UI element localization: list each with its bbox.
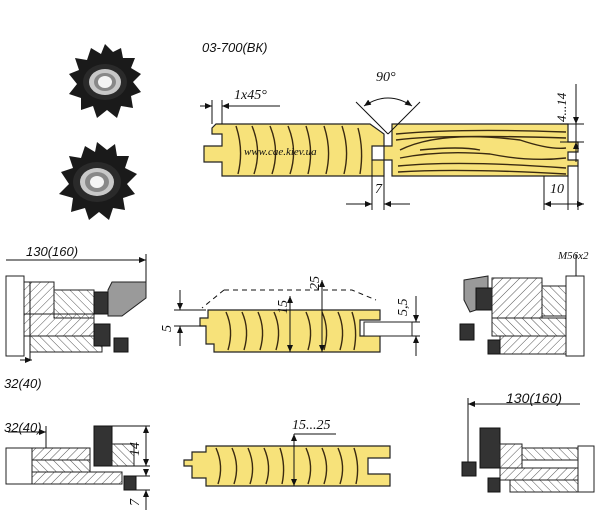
- angle-label: 90°: [376, 70, 396, 85]
- depth-range-label: 4...14: [554, 92, 569, 122]
- bottom-right-cutter-section: [461, 398, 595, 493]
- website-label: www.cae.kiev.ua: [244, 146, 317, 158]
- board-dim-55-label: 5,5: [396, 298, 411, 317]
- bottom-left-cutter-section: [5, 425, 150, 510]
- board-dim-25-label: 25: [308, 276, 323, 290]
- top-board-profile: [200, 84, 584, 210]
- groove-width-label: 10: [550, 182, 564, 197]
- middle-right-cutter-section: [459, 254, 585, 357]
- middle-board: [174, 280, 420, 356]
- board-dim-15-label: 15: [276, 300, 291, 314]
- middle-left-cutter-section: [5, 254, 147, 363]
- board-dim-5-label: 5: [160, 325, 175, 332]
- bottom-left-bore-label: 32(40): [4, 420, 42, 435]
- bottom-dim-14-label: 14: [128, 442, 143, 456]
- thread-label: M56x2: [558, 250, 589, 262]
- bottom-right-diameter-label: 130(160): [506, 390, 563, 406]
- bottom-dim-7-label: 7: [128, 499, 143, 506]
- board-thickness-label: 15...25: [292, 418, 331, 433]
- cutter-photo-top: [69, 44, 141, 118]
- middle-left-diameter-label: 130(160): [26, 244, 79, 259]
- bottom-board: [183, 433, 391, 487]
- middle-left-bore-label: 32(40): [4, 376, 42, 391]
- cutter-photo-bottom: [59, 142, 137, 220]
- tongue-width-label: 7: [375, 182, 382, 197]
- chamfer-label: 1x45°: [234, 88, 267, 103]
- product-code: 03-700(ВК): [202, 40, 268, 55]
